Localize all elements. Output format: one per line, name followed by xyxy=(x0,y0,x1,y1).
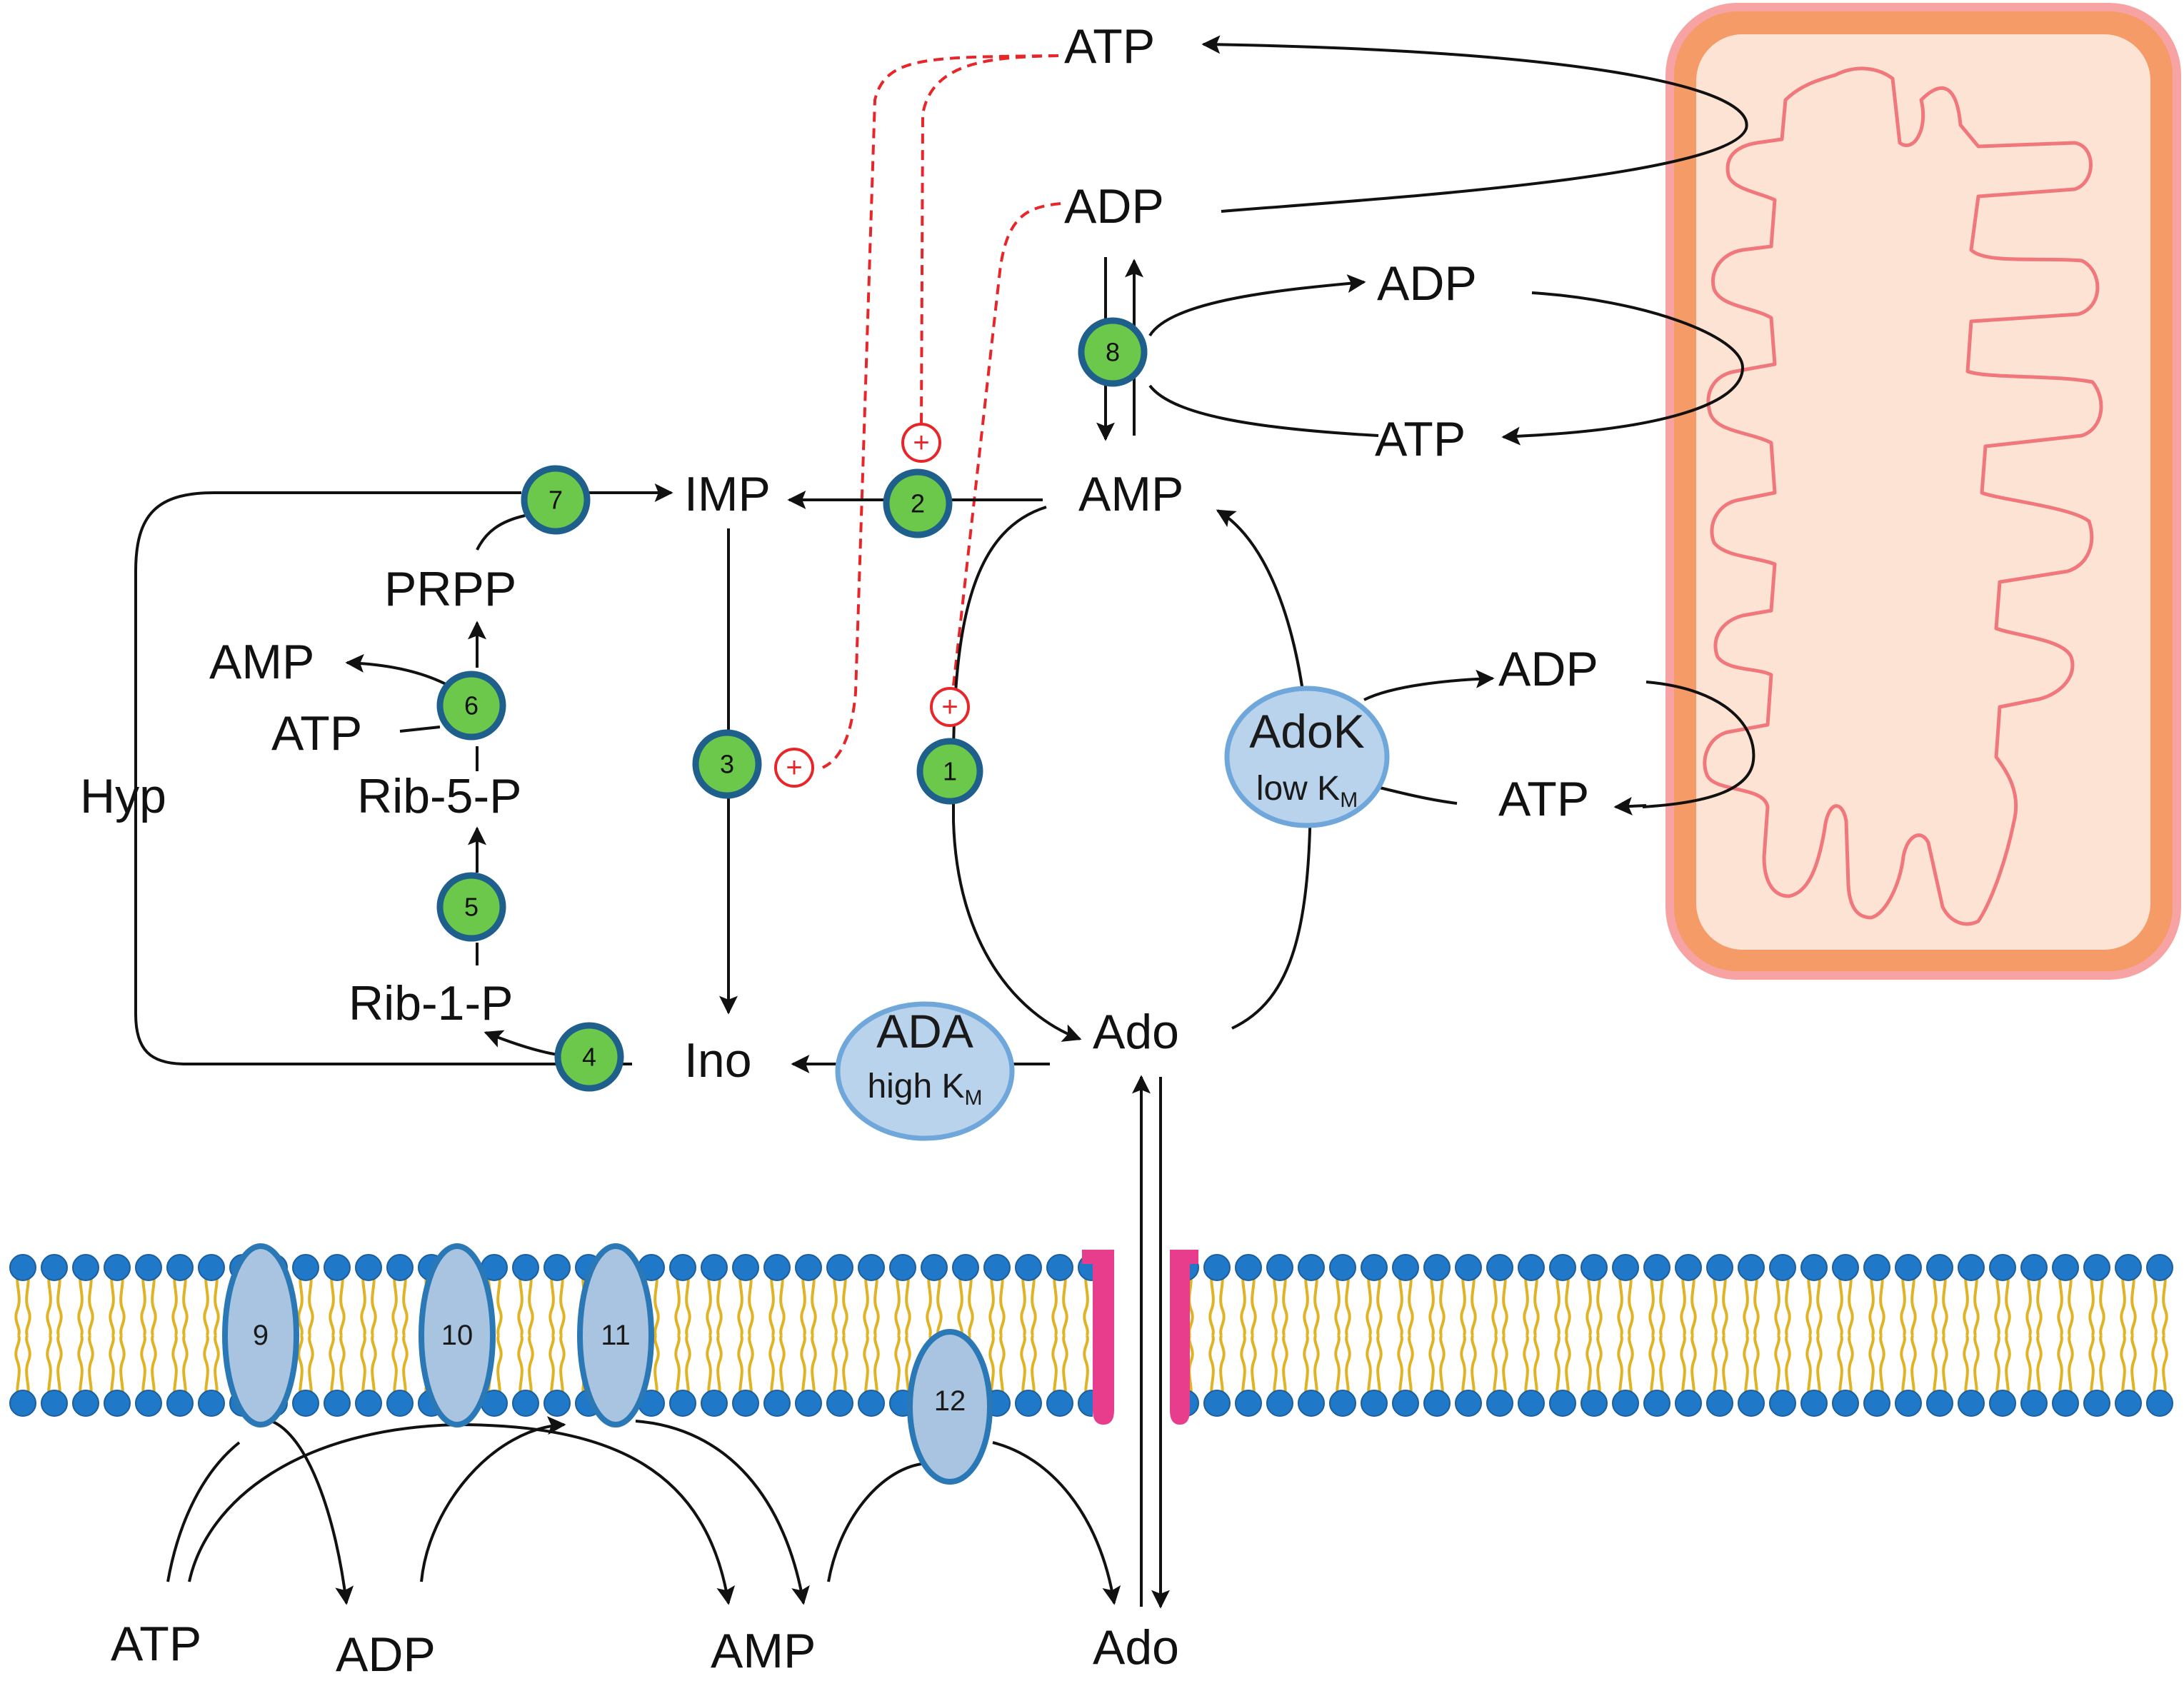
atp-mid-label: ATP xyxy=(1375,412,1466,466)
activation-plus-icon: + xyxy=(774,748,814,788)
amp-left-label: AMP xyxy=(209,635,314,689)
rib5p-label: Rib-5-P xyxy=(357,769,522,823)
enzyme-4-icon: 4 xyxy=(554,1022,624,1092)
transporter-12-number: 12 xyxy=(934,1385,966,1417)
adp-top-label: ADP xyxy=(1064,179,1164,234)
activation-plus-enzyme-3: + xyxy=(786,752,802,783)
transporter-10-number: 10 xyxy=(441,1320,474,1351)
activation-plus-enzyme-1: + xyxy=(941,691,958,723)
ado-label: Ado xyxy=(1093,1005,1179,1059)
ada-subtitle: high KM xyxy=(867,1068,982,1110)
transporter-10-icon: 10 xyxy=(419,1243,496,1427)
membrane-transporters: 9 10 11 12 xyxy=(222,1243,993,1485)
adok-title: AdoK xyxy=(1249,705,1364,758)
ext-ado-label: Ado xyxy=(1093,1620,1179,1675)
transporter-12-icon: 12 xyxy=(907,1329,993,1485)
enzyme-7-icon: 7 xyxy=(521,465,591,535)
ino-label: Ino xyxy=(684,1033,752,1088)
adp-mid-label: ADP xyxy=(1377,256,1477,311)
activation-plus-icon: + xyxy=(930,687,970,727)
enzyme-1-number: 1 xyxy=(943,757,957,786)
adok-subtitle: low KM xyxy=(1256,770,1358,812)
rib1p-label: Rib-1-P xyxy=(349,976,514,1030)
enzyme-3-number: 3 xyxy=(720,750,734,779)
mitochondrion-icon xyxy=(1665,3,2181,980)
enzyme-2-icon: 2 xyxy=(883,468,953,538)
activation-plus-enzyme-2: + xyxy=(913,427,929,458)
lipid-bilayer-icon xyxy=(7,1253,2177,1417)
enzyme-2-number: 2 xyxy=(911,489,925,518)
ext-adp-label: ADP xyxy=(336,1627,436,1681)
adp-adok-label: ADP xyxy=(1498,642,1598,696)
enzyme-1-icon: 1 xyxy=(916,738,983,805)
activation-plus-icon: + xyxy=(901,423,941,463)
enzyme-8-icon: 8 xyxy=(1078,317,1148,387)
ada-sub-subscript: M xyxy=(965,1086,983,1110)
transporter-9-number: 9 xyxy=(253,1320,269,1351)
adok-sub-subscript: M xyxy=(1340,788,1358,812)
ada-sub-text: high K xyxy=(867,1068,964,1105)
ext-atp-label: ATP xyxy=(111,1617,201,1671)
enzyme-6-number: 6 xyxy=(464,691,479,721)
mitochondrion-cristae xyxy=(1703,66,2103,926)
ada-title: ADA xyxy=(876,1005,973,1058)
enzyme-6-icon: 6 xyxy=(436,671,506,741)
transporter-9-icon: 9 xyxy=(222,1243,299,1427)
enzyme-8-number: 8 xyxy=(1106,338,1120,367)
enzyme-7-number: 7 xyxy=(548,486,563,515)
atp-adok-label: ATP xyxy=(1498,772,1589,826)
enzyme-4-number: 4 xyxy=(582,1043,596,1072)
enzyme-markers: 1 2 3 4 5 6 7 8 xyxy=(436,317,1148,1092)
adok-sub-text: low K xyxy=(1256,770,1340,808)
enzyme-3-icon: 3 xyxy=(692,729,762,799)
enzyme-5-icon: 5 xyxy=(436,872,506,942)
transporter-11-icon: 11 xyxy=(577,1243,654,1427)
imp-label: IMP xyxy=(684,467,771,521)
atp-top-label: ATP xyxy=(1064,19,1155,74)
activation-links xyxy=(821,54,1061,769)
hyp-label: Hyp xyxy=(80,769,166,823)
atp-left-label: ATP xyxy=(271,706,362,761)
ada-enzyme: ADA high KM xyxy=(835,1001,1015,1141)
activation-markers: + + + xyxy=(774,423,970,788)
metabolite-labels: ATP ADP ADP ATP AMP IMP PRPP AMP ATP Rib… xyxy=(80,19,1598,1681)
ext-amp-label: AMP xyxy=(711,1624,816,1678)
nucleoside-channel-icon xyxy=(1082,1250,1198,1425)
prpp-label: PRPP xyxy=(384,562,516,616)
transporter-11-number: 11 xyxy=(601,1320,631,1351)
adok-enzyme: AdoK low KM xyxy=(1224,686,1390,828)
enzyme-5-number: 5 xyxy=(464,893,479,922)
amp-main-label: AMP xyxy=(1078,467,1183,521)
